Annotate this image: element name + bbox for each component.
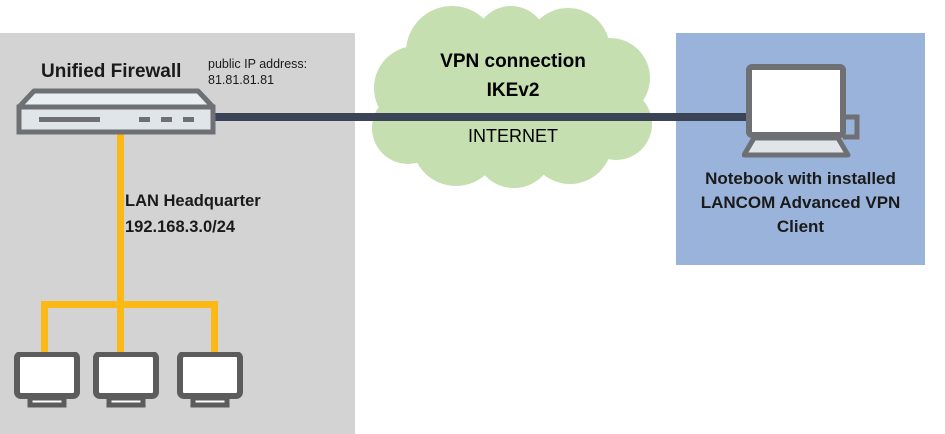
lan-subnet: 192.168.3.0/24 — [125, 218, 236, 236]
laptop-icon — [742, 62, 866, 160]
lan-cable-drop-right — [211, 301, 218, 357]
monitor-icon — [177, 352, 243, 408]
cloud-label-ikev2: IKEv2 — [486, 80, 540, 101]
public-ip-label: public IP address: 81.81.81.81 — [208, 56, 307, 88]
vpn-tunnel-link — [214, 113, 754, 121]
public-ip-caption: public IP address: — [208, 57, 308, 71]
notebook-label: Notebook with installed LANCOM Advanced … — [700, 169, 901, 236]
lan-name: LAN Headquarter — [125, 192, 261, 210]
cloud-label-internet: INTERNET — [468, 126, 558, 146]
lan-cable-bus — [41, 301, 218, 308]
firewall-appliance-icon — [14, 88, 218, 136]
firewall-title: Unified Firewall — [41, 61, 182, 82]
lan-cable-trunk — [117, 134, 124, 356]
monitor-icon — [93, 352, 159, 408]
public-ip-value: 81.81.81.81 — [208, 73, 275, 87]
internet-cloud-icon — [372, 6, 654, 188]
cloud-label-vpn-connection: VPN connection — [440, 51, 586, 72]
monitor-icon — [14, 352, 80, 408]
lan-cable-drop-left — [41, 301, 48, 357]
lan-label: LAN Headquarter 192.168.3.0/24 — [125, 188, 261, 240]
